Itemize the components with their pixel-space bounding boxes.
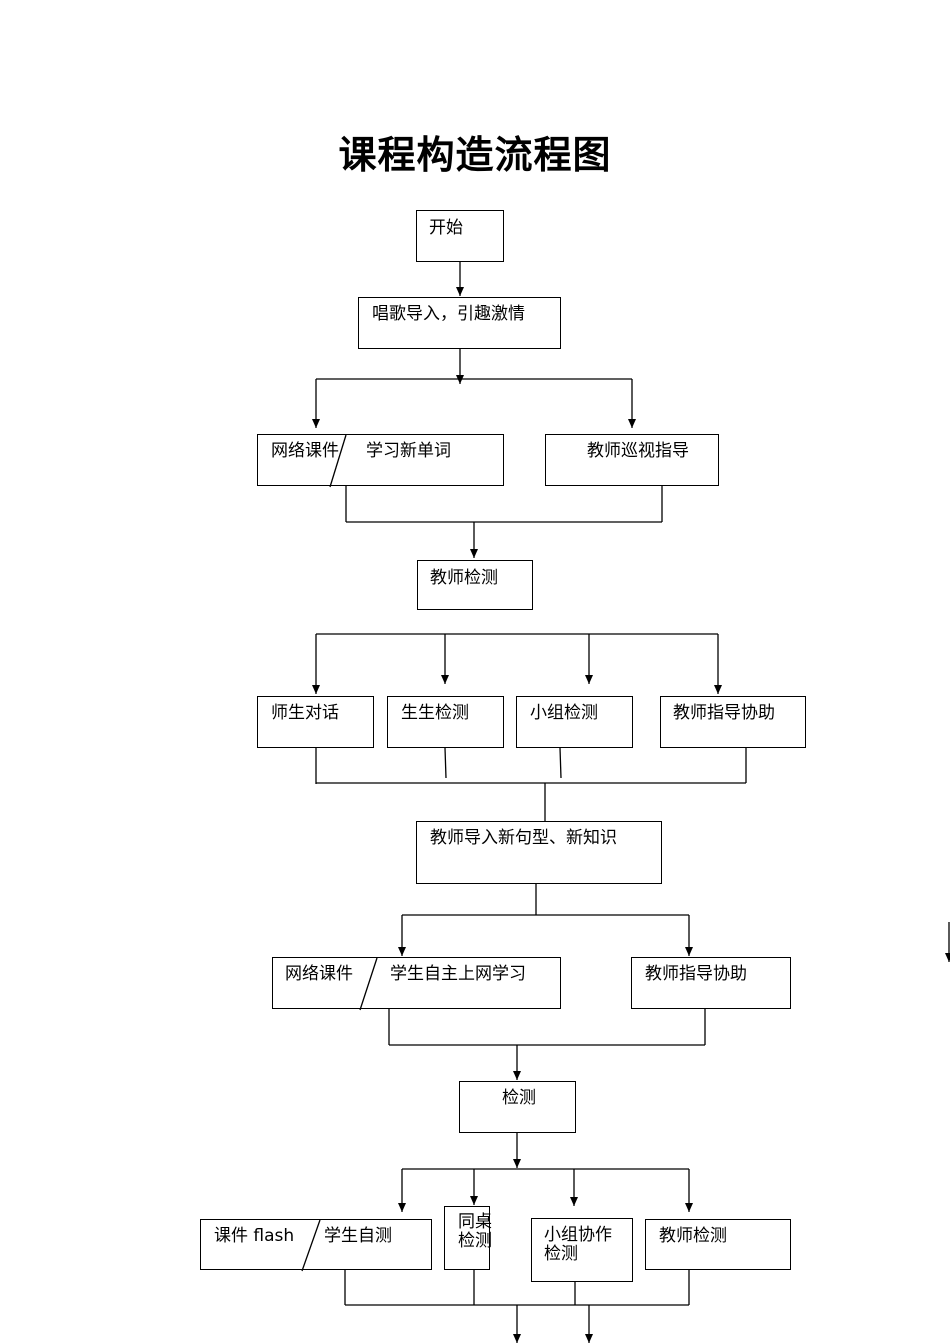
node-group-collab-check: 小组协作 检测 <box>531 1218 633 1282</box>
group-collab-line2: 检测 <box>544 1244 578 1264</box>
node-group-check-label: 小组检测 <box>530 703 598 723</box>
node-check: 检测 <box>459 1081 576 1133</box>
node-check-label: 检测 <box>502 1088 536 1108</box>
node-teacher-new-sentences: 教师导入新句型、新知识 <box>416 821 662 884</box>
divider-slash <box>329 434 347 488</box>
node-teacher-new-sentences-label: 教师导入新句型、新知识 <box>430 828 617 848</box>
node-net-courseware-learn-words: 网络课件 学习新单词 <box>257 434 504 488</box>
node-teacher-guide-help-1-label: 教师指导协助 <box>673 703 775 723</box>
divider-slash <box>359 957 378 1011</box>
node-teacher-student-dialogue: 师生对话 <box>257 696 374 748</box>
node-student-student-check-label: 生生检测 <box>401 703 469 723</box>
student-self-test-label: 学生自测 <box>324 1226 392 1246</box>
node-start-label: 开始 <box>429 218 463 238</box>
deskmate-check-line2: 检测 <box>458 1231 492 1251</box>
node-flash-self-test: 课件 flash 学生自测 <box>200 1219 432 1272</box>
learn-new-words-label: 学习新单词 <box>366 441 451 461</box>
node-teacher-guide-help-2: 教师指导协助 <box>631 957 791 1009</box>
node-teacher-guide-help-1: 教师指导协助 <box>660 696 806 748</box>
node-teacher-student-dialogue-label: 师生对话 <box>271 703 339 723</box>
node-deskmate-check: 同桌 检测 <box>444 1206 492 1270</box>
divider-slash <box>301 1219 321 1272</box>
node-intro-label: 唱歌导入，引趣激情 <box>372 304 525 324</box>
student-self-study-label: 学生自主上网学习 <box>390 964 526 984</box>
page-title: 课程构造流程图 <box>338 132 612 177</box>
courseware-flash-label: 课件 flash <box>214 1226 295 1246</box>
deskmate-check-line1: 同桌 <box>458 1212 492 1232</box>
node-teacher-patrol: 教师巡视指导 <box>545 434 719 486</box>
node-teacher-check-1: 教师检测 <box>417 560 533 610</box>
node-intro: 唱歌导入，引趣激情 <box>358 297 561 349</box>
node-teacher-patrol-label: 教师巡视指导 <box>587 441 689 461</box>
node-group-check: 小组检测 <box>516 696 633 748</box>
node-teacher-check-1-label: 教师检测 <box>430 568 498 588</box>
node-start: 开始 <box>416 210 504 262</box>
node-teacher-check-2: 教师检测 <box>645 1219 791 1270</box>
net-courseware-2-label: 网络课件 <box>285 964 353 984</box>
node-net-courseware-self-study: 网络课件 学生自主上网学习 <box>272 957 561 1011</box>
node-teacher-guide-help-2-label: 教师指导协助 <box>645 964 747 984</box>
node-student-student-check: 生生检测 <box>387 696 504 748</box>
net-courseware-label: 网络课件 <box>271 441 339 461</box>
node-teacher-check-2-label: 教师检测 <box>659 1226 727 1246</box>
group-collab-line1: 小组协作 <box>544 1225 612 1245</box>
